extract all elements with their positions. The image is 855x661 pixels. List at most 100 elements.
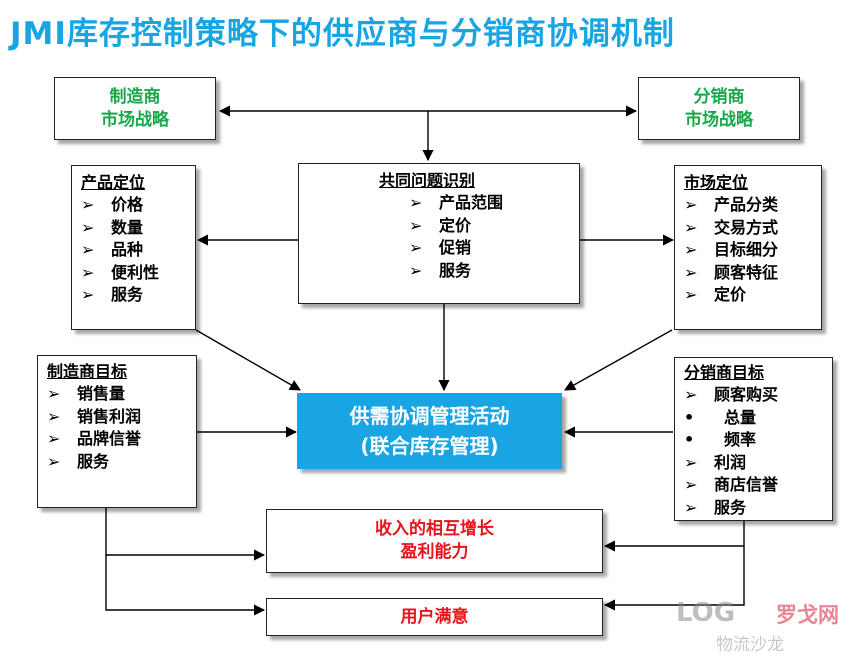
list-item-text: 促销	[439, 238, 472, 257]
arrow-bullet-icon: ➢	[409, 193, 423, 212]
list-item: ➢ 产品范围	[409, 192, 579, 215]
distributor-strategy-line1: 分销商	[693, 86, 745, 107]
manufacturer-strategy-line2: 市场战略	[101, 109, 169, 130]
manufacturer-goals-box: 制造商目标 ➢ 销售量 ➢ 销售利润 ➢ 品牌信誉 ➢服务	[37, 355, 197, 508]
arrow-bullet-icon: ➢	[409, 238, 423, 257]
arrow-bullet-icon: ➢	[684, 475, 698, 494]
list-item-text: 定价	[714, 285, 747, 304]
arrow-bullet-icon: ➢	[409, 215, 423, 235]
manufacturer-strategy-box: 制造商 市场战略	[54, 77, 216, 140]
list-item-text: 便利性	[111, 262, 160, 282]
market-positioning-list: ➢产品分类➢交易方式➢目标细分➢顾客特征➢定价	[684, 194, 821, 307]
product-positioning-heading: 产品定位	[81, 173, 146, 192]
list-item: ➢ 服务	[684, 497, 832, 520]
list-item: ➢服务	[47, 451, 196, 474]
list-item-text: 产品范围	[439, 193, 504, 212]
list-item: ➢ 数量	[81, 217, 195, 240]
arrow-bullet-icon: ➢	[684, 217, 698, 237]
manufacturer-strategy-line1: 制造商	[109, 86, 161, 107]
list-item-text: 销售利润	[77, 406, 142, 426]
list-item: •频率	[684, 429, 832, 452]
dot-bullet-icon: •	[684, 407, 695, 427]
distributor-strategy-box: 分销商 市场战略	[638, 77, 800, 140]
list-item-text: 目标细分	[714, 240, 779, 259]
arrow-bullet-icon: ➢	[409, 260, 423, 280]
list-item-text: 数量	[111, 217, 144, 237]
list-item: ➢ 服务	[81, 284, 195, 307]
center-activity-box: 供需协调管理活动 (联合库存管理)	[297, 393, 562, 469]
market-positioning-box: 市场定位 ➢产品分类➢交易方式➢目标细分➢顾客特征➢定价	[674, 165, 822, 330]
distributor-goals-list: ➢顾客购买•总量•频率➢利润➢商店信誉➢服务	[684, 384, 832, 519]
market-positioning-heading: 市场定位	[684, 173, 749, 192]
list-item-text: 利润	[714, 452, 747, 472]
common-issues-box: 共同问题识别 ➢ 产品范围 ➢ 定价 ➢ 促销 ➢ 服务	[298, 163, 580, 304]
arrow-bullet-icon: ➢	[81, 217, 95, 237]
list-item-text: 品种	[111, 240, 144, 259]
arrow-bullet-icon: ➢	[684, 195, 698, 214]
list-item: ➢ 销售利润	[47, 406, 196, 429]
user-satisfaction-text: 用户满意	[400, 606, 469, 627]
watermark-brand: 罗戈网	[776, 603, 839, 627]
list-item: ➢ 促销	[409, 237, 579, 260]
list-item-text: 频率	[724, 430, 757, 449]
list-item-text: 品牌信誉	[77, 429, 142, 448]
center-line2: (联合库存管理)	[360, 434, 499, 458]
list-item: ➢交易方式	[684, 217, 821, 240]
list-item: ➢ 价格	[81, 194, 195, 217]
list-item: ➢ 利润	[684, 452, 832, 475]
manufacturer-goals-heading: 制造商目标	[47, 362, 128, 381]
arrow-bullet-icon: ➢	[47, 384, 61, 403]
list-item: ➢ 定价	[409, 215, 579, 238]
list-item-text: 价格	[111, 195, 144, 214]
product-positioning-box: 产品定位 ➢价格➢数量➢品种➢便利性➢服务	[71, 165, 196, 330]
mutual-growth-line2: 盈利能力	[400, 542, 469, 562]
arrow-left-to-satisfaction	[105, 555, 266, 616]
common-issues-heading: 共同问题识别	[379, 171, 476, 190]
arrow-bullet-icon: ➢	[81, 285, 95, 304]
mutual-growth-line1: 收入的相互增长	[375, 519, 494, 539]
arrow-bullet-icon: ➢	[684, 497, 698, 517]
list-item-text: 服务	[714, 497, 747, 517]
list-item-text: 顾客购买	[714, 385, 779, 404]
arrow-bullet-icon: ➢	[684, 285, 698, 304]
mutual-growth-box: 收入的相互增长 盈利能力	[266, 509, 603, 573]
arrow-market-to-center	[564, 329, 673, 391]
user-satisfaction-box: 用户满意	[266, 598, 603, 636]
list-item: ➢便利性	[81, 262, 195, 285]
arrow-bullet-icon: ➢	[81, 195, 95, 214]
distributor-goals-heading: 分销商目标	[684, 363, 765, 382]
list-item: ➢目标细分	[684, 239, 821, 262]
list-item-text: 产品分类	[714, 195, 779, 214]
arrow-bullet-icon: ➢	[47, 406, 61, 426]
list-item-text: 销售量	[77, 384, 126, 403]
list-item: ➢ 品牌信誉	[47, 428, 196, 451]
list-item: • 总量	[684, 407, 832, 430]
manufacturer-goals-list: ➢ 销售量 ➢ 销售利润 ➢ 品牌信誉 ➢服务	[47, 383, 196, 473]
list-item-text: 定价	[439, 215, 472, 235]
list-item: ➢ 品种	[81, 239, 195, 262]
arrow-product-to-center	[195, 329, 301, 391]
arrow-right-to-satisfaction	[603, 546, 745, 611]
arrow-bullet-icon: ➢	[684, 262, 698, 282]
arrow-left-to-growth	[105, 508, 266, 561]
common-issues-list: ➢ 产品范围 ➢ 定价 ➢ 促销 ➢ 服务	[379, 192, 579, 282]
list-item-text: 服务	[111, 285, 144, 304]
list-item-text: 商店信誉	[714, 475, 779, 494]
list-item: ➢ 定价	[684, 284, 821, 307]
list-item-text: 服务	[439, 260, 472, 280]
arrow-bullet-icon: ➢	[81, 240, 95, 259]
center-line1: 供需协调管理活动	[349, 404, 510, 428]
arrow-bullet-icon: ➢	[47, 429, 61, 448]
list-item: ➢ 服务	[409, 260, 579, 283]
arrow-bullet-icon: ➢	[684, 452, 698, 472]
list-item-text: 总量	[724, 407, 757, 427]
distributor-strategy-line2: 市场战略	[685, 109, 753, 130]
list-item: ➢ 销售量	[47, 383, 196, 406]
arrow-bullet-icon: ➢	[684, 385, 698, 404]
watermark-logo: LOG 罗戈网 物流沙龙	[676, 596, 846, 655]
watermark-logo-text: LOG	[676, 598, 736, 628]
distributor-goals-box: 分销商目标 ➢顾客购买•总量•频率➢利润➢商店信誉➢服务	[674, 357, 833, 521]
list-item-text: 顾客特征	[714, 262, 779, 282]
list-item: ➢ 商店信誉	[684, 474, 832, 497]
